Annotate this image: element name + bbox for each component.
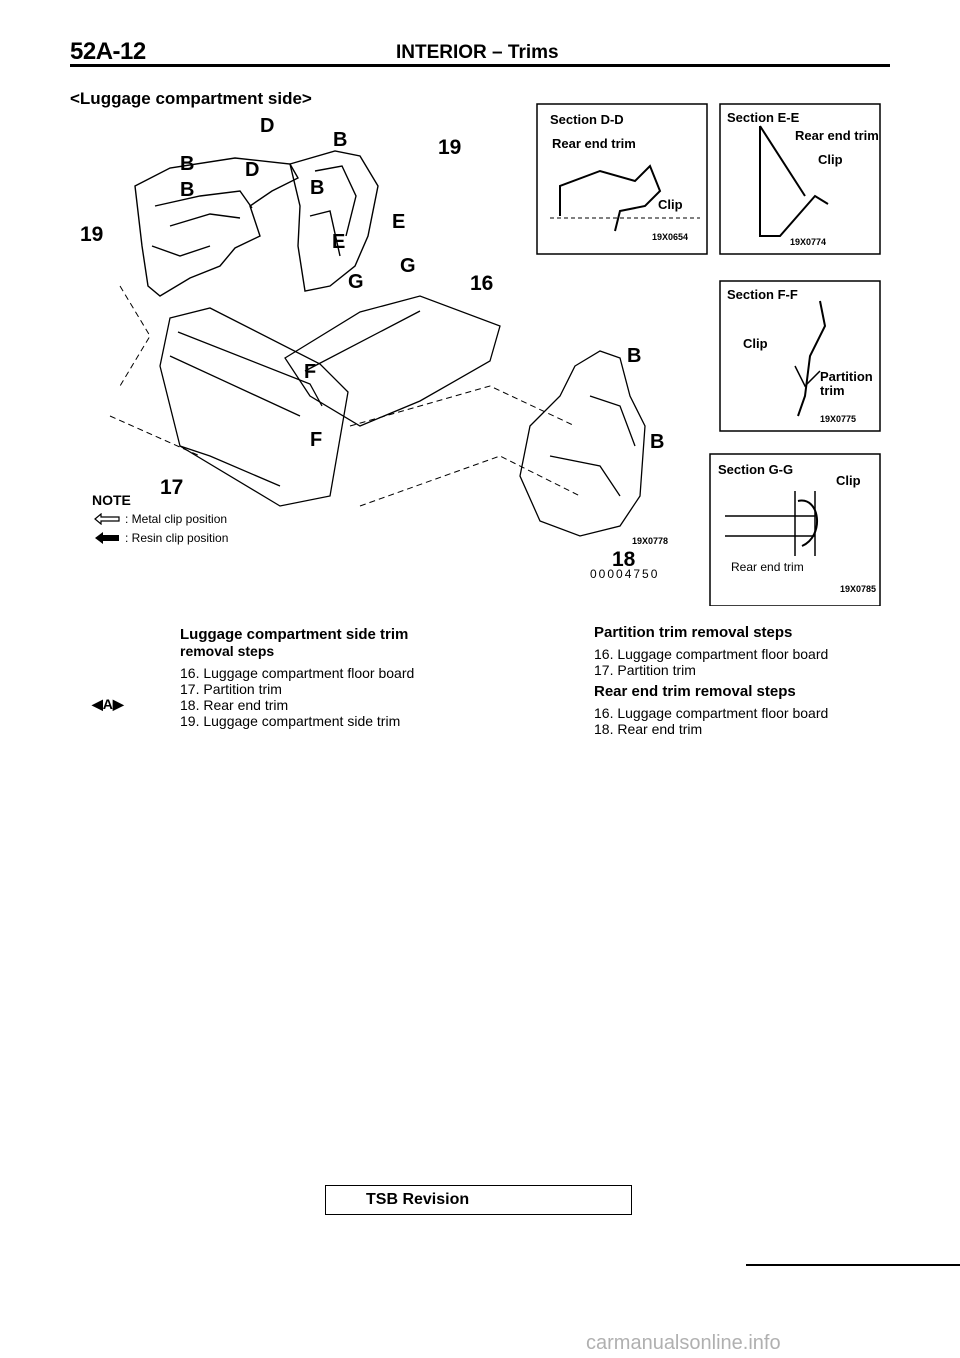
header-rule	[70, 64, 890, 67]
section-e-e-title: Section E-E	[727, 110, 800, 125]
section-d-d-code: 19X0654	[652, 232, 688, 242]
leader-lines	[109, 285, 581, 507]
page-number: 52A-12	[70, 38, 146, 65]
section-e-e-panel: Section E-E Rear end trim Clip 19X0774	[719, 103, 881, 255]
callout-b: B	[333, 129, 347, 151]
callout-17: 17	[160, 476, 183, 499]
list-item: 19. Luggage compartment side trim	[180, 713, 401, 729]
metal-clip-icon	[94, 513, 120, 525]
section-f-f-clip-label: Clip	[743, 336, 768, 351]
service-point-marker: ◀A▶	[92, 696, 124, 712]
exploded-diagram: D B 19 B D B B 19 E E G G 16 F F B B 17 …	[80, 103, 881, 606]
note-resin-clip: : Resin clip position	[92, 531, 228, 545]
callout-b: B	[180, 153, 194, 175]
note-resin-text: : Resin clip position	[125, 531, 229, 545]
list-item: 16. Luggage compartment floor board	[594, 646, 829, 662]
callout-e: E	[392, 211, 405, 233]
side-trim-lower-part	[519, 350, 646, 537]
callout-b: B	[650, 431, 664, 453]
partition-and-rear-steps: Partition trim removal steps 16. Luggage…	[594, 624, 894, 737]
page-title: INTERIOR – Trims	[396, 42, 559, 63]
side-trim-steps: Luggage compartment side trim removal st…	[180, 626, 460, 729]
figure-code: 19X0778	[632, 536, 668, 546]
section-e-e-trim-label: Rear end trim	[795, 128, 879, 143]
list-item: 17. Partition trim	[180, 681, 282, 697]
section-f-f-trim-label: Partition	[820, 369, 873, 384]
figure-number: 00004750	[590, 567, 659, 581]
list-item: 18. Rear end trim	[594, 721, 703, 737]
section-e-e-clip-label: Clip	[818, 152, 843, 167]
section-g-g-clip-label: Clip	[836, 473, 861, 488]
partition-trim-part	[159, 307, 349, 507]
note-metal-clip: : Metal clip position	[92, 512, 227, 526]
side-trim-upper-part	[134, 150, 379, 297]
section-e-e-code: 19X0774	[790, 237, 826, 247]
callout-d: D	[245, 159, 259, 181]
callout-18: 19	[438, 136, 461, 159]
callout-19: 19	[80, 223, 103, 246]
callout-f: F	[304, 361, 316, 383]
tsb-revision-box: TSB Revision	[325, 1185, 632, 1215]
list-item: 18. Rear end trim	[180, 697, 289, 713]
callout-e: E	[332, 231, 345, 253]
list-item: 16. Luggage compartment floor board	[180, 665, 415, 681]
watermark: carmanualsonline.info	[586, 1332, 781, 1354]
note-heading: NOTE	[92, 492, 131, 508]
rear-end-step-list: 16. Luggage compartment floor board 18. …	[594, 705, 894, 737]
callout-16: 16	[470, 272, 493, 295]
section-f-f-panel: Section F-F Clip Partition trim 19X0775	[719, 280, 881, 432]
rear-end-steps-title: Rear end trim removal steps	[594, 683, 796, 700]
section-d-d-title: Section D-D	[550, 112, 624, 127]
section-d-d-trim-label: Rear end trim	[552, 136, 636, 151]
side-trim-steps-subtitle: removal steps	[180, 643, 275, 659]
callout-labels: D B 19 B D B B 19 E E G G 16 F F B B 17 …	[80, 115, 668, 581]
callout-b: B	[180, 179, 194, 201]
callout-b: B	[310, 177, 324, 199]
section-d-d-clip-label: Clip	[658, 197, 683, 212]
callout-g: G	[348, 271, 364, 293]
partition-steps-title: Partition trim removal steps	[594, 624, 793, 641]
section-g-g-title: Section G-G	[718, 462, 793, 477]
list-item: 17. Partition trim	[594, 662, 696, 678]
section-f-f-code: 19X0775	[820, 414, 856, 424]
section-subheading: <Luggage compartment side>	[70, 89, 312, 108]
note-metal-text: : Metal clip position	[125, 512, 228, 526]
callout-g: G	[400, 255, 416, 277]
footer-rule	[746, 1264, 960, 1266]
callout-d: D	[260, 115, 274, 137]
section-g-g-trim-label: Rear end trim	[731, 560, 804, 574]
tsb-revision-label: TSB Revision	[366, 1191, 470, 1208]
section-g-g-code: 19X0785	[840, 584, 876, 594]
list-item: 16. Luggage compartment floor board	[594, 705, 829, 721]
section-f-f-trim-label: trim	[820, 383, 845, 398]
section-g-g-panel: Section G-G Clip Rear end trim 19X0785	[709, 453, 881, 606]
partition-step-list: 16. Luggage compartment floor board 17. …	[594, 646, 894, 678]
callout-19: 18	[612, 548, 636, 571]
section-f-f-title: Section F-F	[727, 287, 798, 302]
resin-clip-icon	[95, 532, 119, 544]
callout-b: B	[627, 345, 641, 367]
callout-f: F	[310, 429, 322, 451]
section-d-d-panel: Section D-D Rear end trim Clip 19X0654	[536, 103, 708, 255]
side-trim-step-list: 16. Luggage compartment floor board 17. …	[180, 665, 460, 729]
side-trim-steps-title: Luggage compartment side trim	[180, 626, 409, 643]
floor-board-part	[284, 295, 501, 427]
